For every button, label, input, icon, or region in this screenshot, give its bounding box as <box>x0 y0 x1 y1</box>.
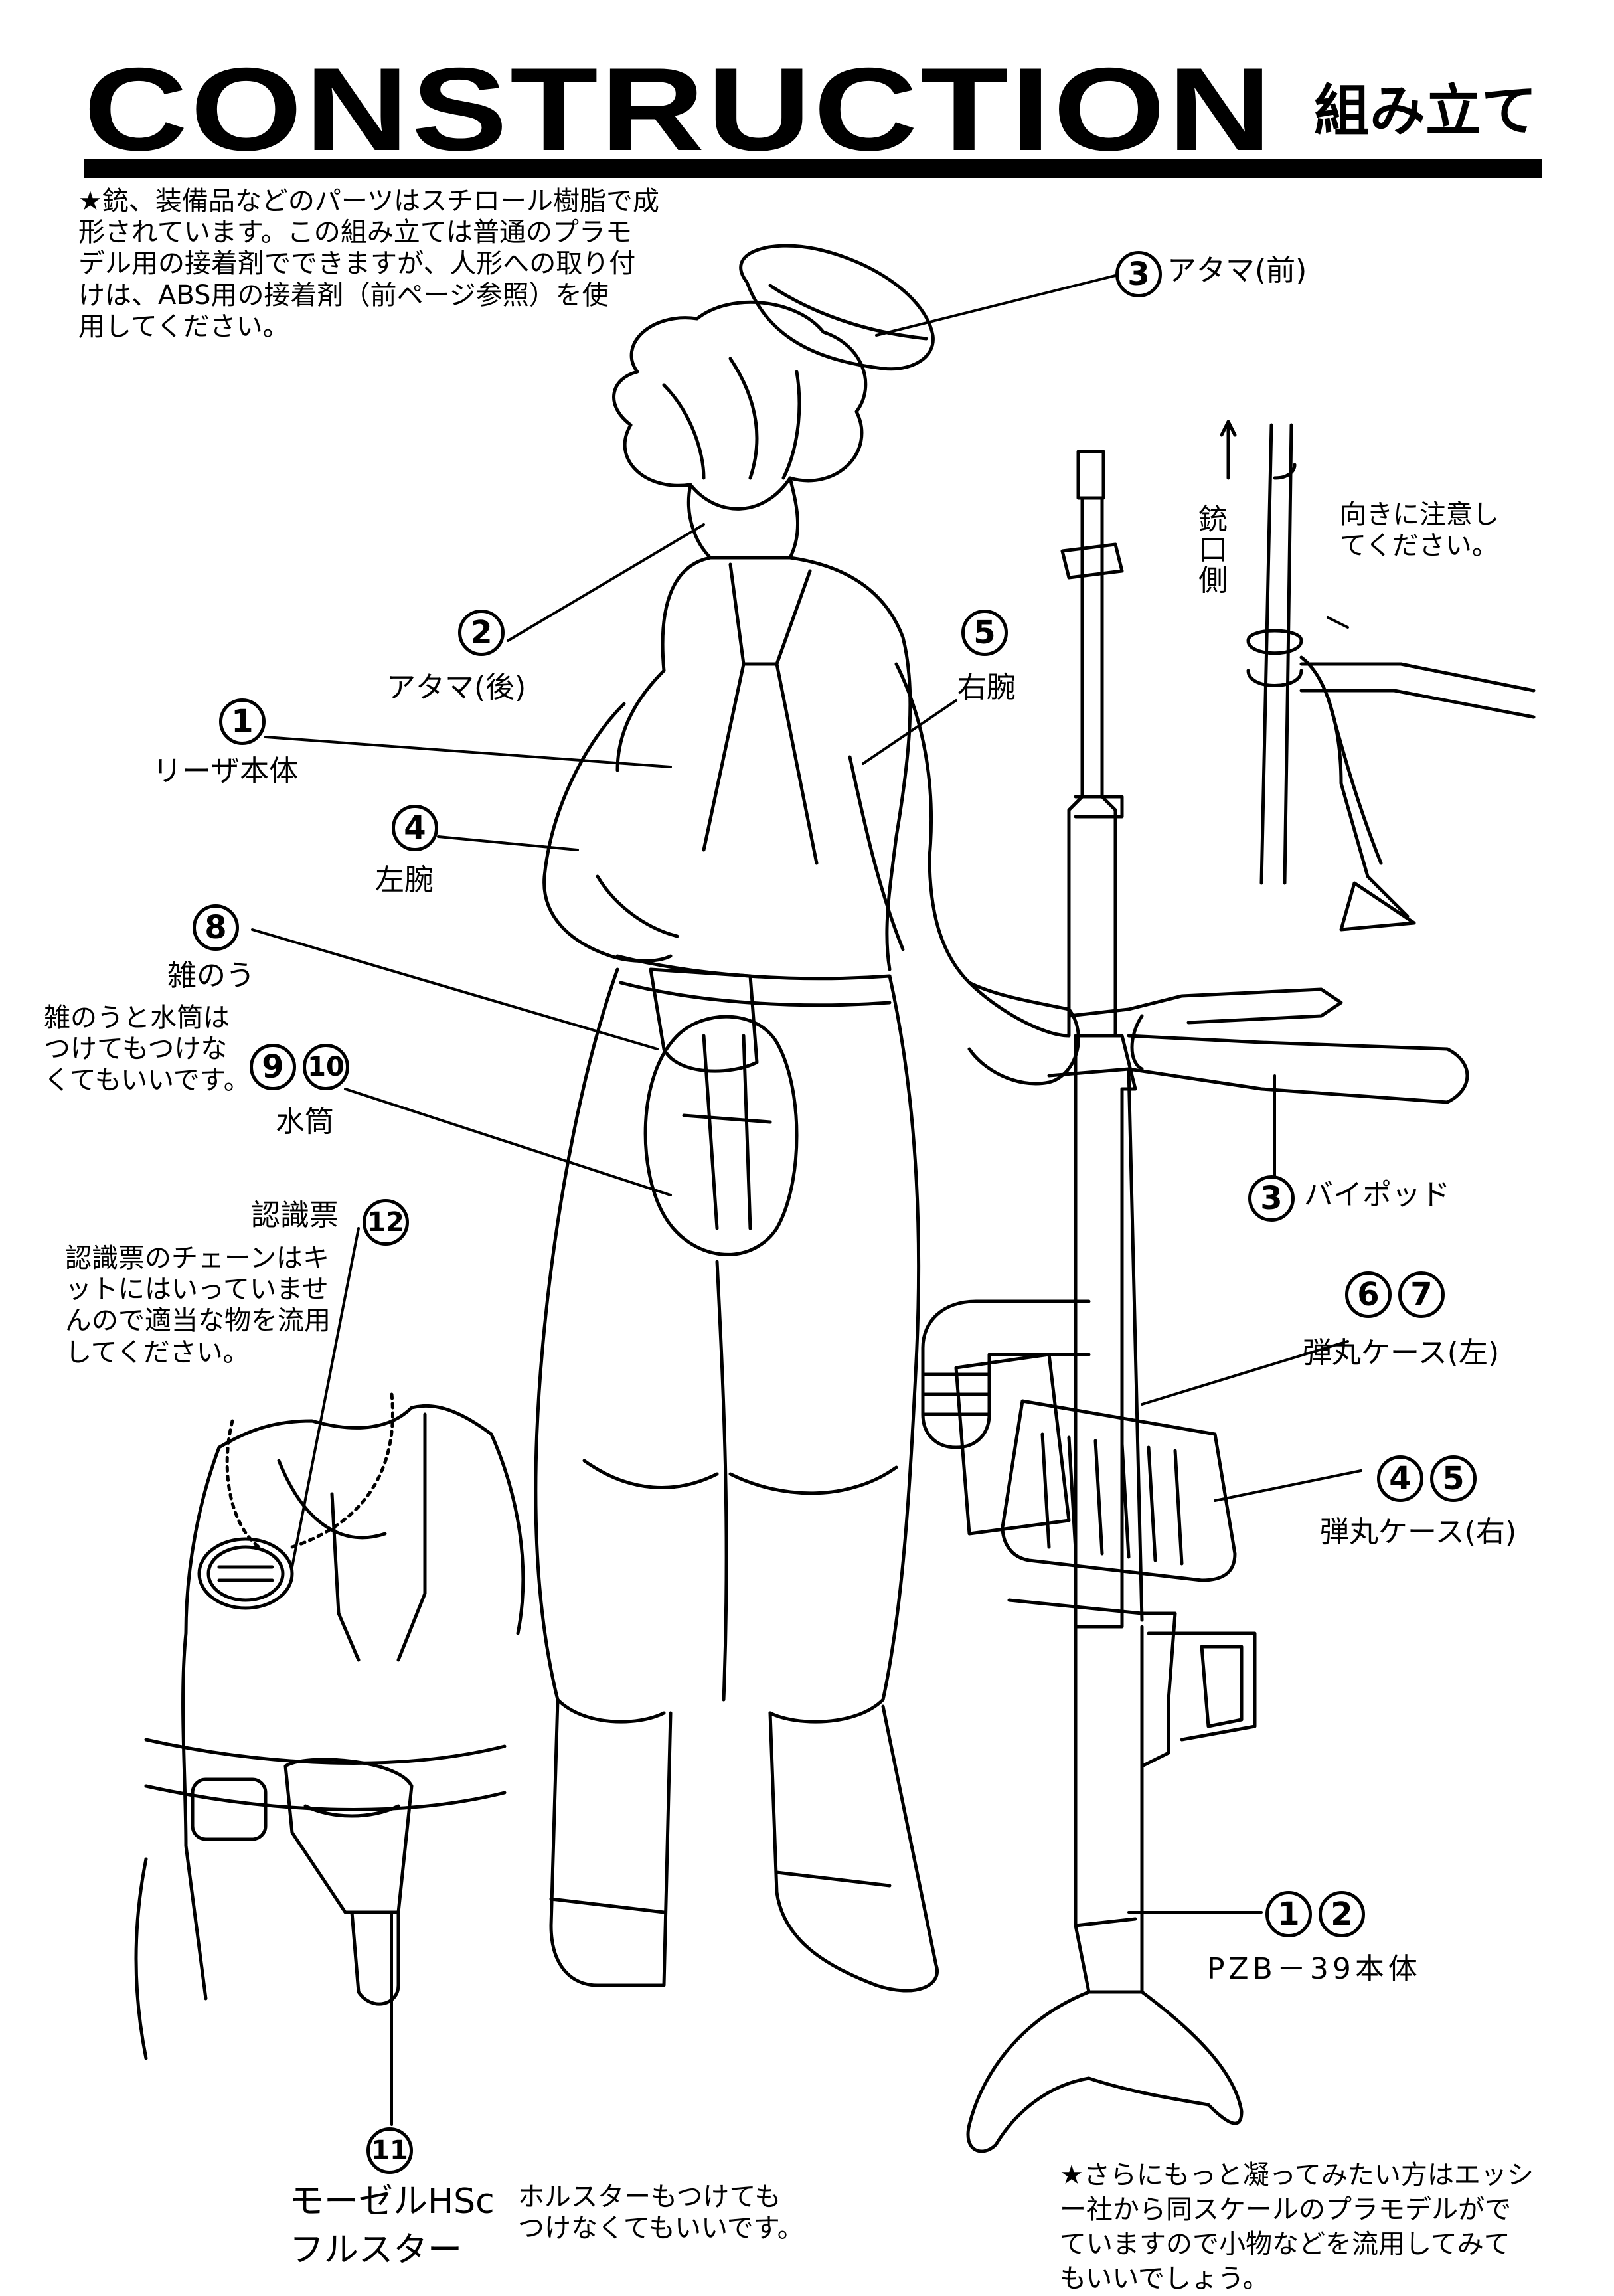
part-number-5-arm: 5 <box>961 610 1008 656</box>
part-number-10: 10 <box>303 1044 349 1090</box>
muzzle-side-note: 銃 口 側 <box>1198 503 1228 598</box>
part-number-11: 11 <box>366 2127 413 2174</box>
figure-illustration <box>534 244 1080 1993</box>
part-number-4-arm: 4 <box>392 805 438 851</box>
part-number-9: 9 <box>250 1044 296 1090</box>
part-number-2: 2 <box>458 610 505 656</box>
part-label-bipod: バイポッド <box>1304 1178 1450 1212</box>
part-label-canteen: 水筒 <box>276 1105 334 1139</box>
part-number-1-body: 1 <box>219 698 266 745</box>
part-label-rifle-body: PZB－39本体 <box>1207 1952 1421 1986</box>
part-number-8: 8 <box>193 904 239 951</box>
part-label-right-arm: 右腕 <box>957 671 1016 704</box>
part-number-7: 7 <box>1398 1271 1445 1318</box>
rifle-illustration <box>921 450 1469 2153</box>
leader-lines <box>251 274 1362 2126</box>
part-number-4-ammo: 4 <box>1377 1455 1423 1502</box>
part-number-5-ammo: 5 <box>1430 1455 1477 1502</box>
further-detail-note: ★さらにもっと凝ってみたい方はエッシ ー社から同スケールのプラモデルがで ていま… <box>1060 2160 1534 2294</box>
part-label-bag: 雑のう <box>167 959 255 993</box>
torso-detail-inset <box>134 1392 525 2060</box>
part-number-12: 12 <box>363 1199 409 1246</box>
bag-canteen-note: 雑のうと水筒は つけてもつけな くてもいいです。 <box>44 1003 250 1096</box>
part-label-ammo-case-right: 弾丸ケース(右) <box>1320 1515 1517 1549</box>
part-label-body: リーザ本体 <box>153 754 299 788</box>
part-number-3-head: 3 <box>1115 251 1162 297</box>
part-label-left-arm: 左腕 <box>375 863 434 897</box>
dogtag-chain-note: 認識票のチェーンはキ ットにはいっていませ んので適当な物を流用 してください。 <box>65 1243 331 1368</box>
part-number-2-rifle: 2 <box>1319 1891 1365 1937</box>
part-label-dogtag: 認識票 <box>251 1198 339 1232</box>
bipod-detail-inset <box>1220 420 1536 932</box>
part-label-ammo-case-left: 弾丸ケース(左) <box>1303 1336 1500 1370</box>
part-number-6: 6 <box>1345 1271 1392 1318</box>
intro-note: ★銃、装備品などのパーツはスチロール樹脂で成 形されています。この組み立ては普通… <box>78 186 660 342</box>
part-number-3-bipod: 3 <box>1248 1175 1295 1222</box>
part-number-1-rifle: 1 <box>1265 1891 1312 1937</box>
header-rule <box>84 159 1542 178</box>
part-label-head-front: アタマ(前) <box>1167 254 1307 287</box>
part-label-holster: モーゼルHSc フルスター <box>289 2182 495 2270</box>
part-label-head-back: アタマ(後) <box>386 671 526 704</box>
orientation-note: 向きに注意し てください。 <box>1340 499 1499 562</box>
page-title: CONSTRUCTION <box>84 43 1275 175</box>
page-subtitle: 組み立て <box>1313 78 1537 143</box>
holster-optional-note: ホルスターもつけても つけなくてもいいです。 <box>518 2182 804 2244</box>
